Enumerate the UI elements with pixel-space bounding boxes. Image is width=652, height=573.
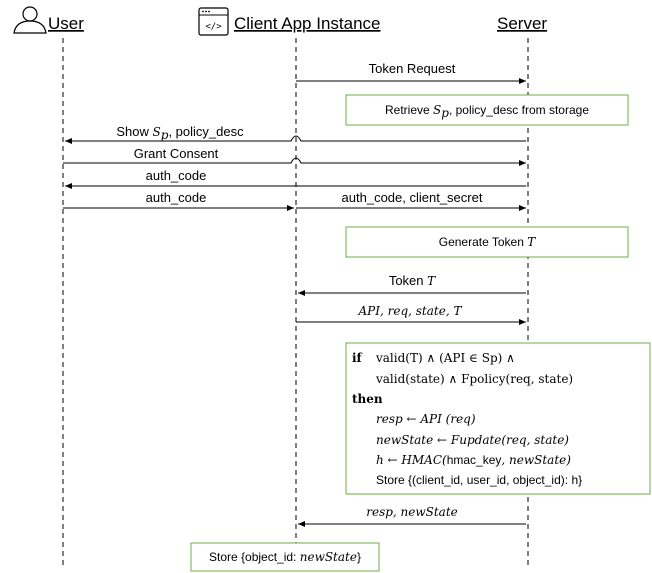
- message-auth-code-2: auth_code: [63, 190, 294, 211]
- retrieve-box: Retrieve Sp, policy_desc from storage: [345, 94, 629, 126]
- message-token-request: Token Request: [296, 61, 526, 84]
- svg-text:Grant Consent: Grant Consent: [134, 146, 219, 161]
- svg-text:auth_code: auth_code: [146, 168, 207, 183]
- svg-text:auth_code, client_secret: auth_code, client_secret: [342, 190, 483, 205]
- svg-text:Token T: Token T: [389, 273, 436, 288]
- svg-text:Store {object_id: newState}: Store {object_id: newState}: [209, 550, 361, 564]
- logic-line4: newState ← Fupdate(req, state): [376, 433, 569, 447]
- svg-text:Generate Token T: Generate Token T: [439, 235, 537, 249]
- logic-if: if: [352, 351, 363, 365]
- svg-text:resp, newState: resp, newState: [366, 505, 458, 519]
- message-resp-state: resp, newState: [298, 505, 526, 527]
- logic-box: if valid(T) ∧ (API ∈ Sp) ∧ valid(state) …: [345, 342, 651, 495]
- svg-text:auth_code: auth_code: [146, 190, 207, 205]
- svg-text:</>: </>: [205, 22, 222, 32]
- svg-text:Token Request: Token Request: [369, 61, 456, 76]
- store-state-box: Store {object_id: newState}: [190, 542, 380, 572]
- client-title: Client App Instance: [234, 14, 380, 33]
- logic-line1: valid(T) ∧ (API ∈ Sp) ∧: [375, 351, 515, 365]
- svg-text:API, req, state, T: API, req, state, T: [358, 304, 463, 318]
- client-actor: </> Client App Instance: [198, 7, 380, 36]
- message-auth-code-secret: auth_code, client_secret: [296, 190, 526, 211]
- message-show-sp: Show Sp, policy_desc: [65, 124, 526, 144]
- svg-text:Retrieve Sp, policy_desc from: Retrieve Sp, policy_desc from storage: [385, 103, 589, 120]
- user-title: User: [48, 14, 84, 33]
- logic-then: then: [352, 392, 383, 406]
- logic-line5: h ← HMAC(hmac_key, newState): [376, 453, 571, 467]
- message-grant-consent: Grant Consent: [63, 146, 526, 166]
- server-actor: Server: [497, 14, 547, 33]
- code-window-icon: </>: [198, 7, 229, 36]
- logic-line3: resp ← API (req): [376, 412, 476, 426]
- logic-line2: valid(state) ∧ Fpolicy(req, state): [375, 372, 573, 386]
- logic-line6: Store {(client_id, user_id, object_id): …: [376, 473, 582, 487]
- generate-token-box: Generate Token T: [345, 226, 629, 258]
- message-auth-code-1: auth_code: [65, 168, 526, 189]
- person-icon: [13, 6, 47, 34]
- message-token-t: Token T: [298, 273, 526, 296]
- message-api-req: API, req, state, T: [296, 304, 526, 325]
- user-actor: User: [13, 6, 84, 34]
- svg-text:Show Sp, policy_desc: Show Sp, policy_desc: [116, 124, 244, 142]
- server-title: Server: [497, 14, 547, 33]
